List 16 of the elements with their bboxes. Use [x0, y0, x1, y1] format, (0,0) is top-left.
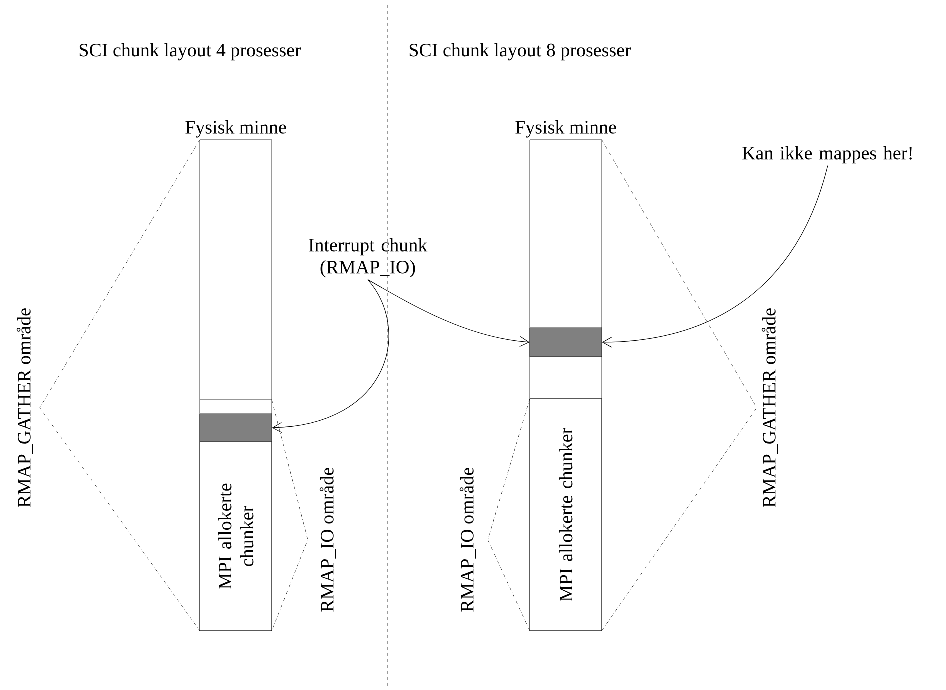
memory-chunk	[200, 414, 272, 442]
region-label: RMAP_GATHER område	[762, 308, 778, 508]
arrow	[602, 166, 828, 348]
panel-heading: SCI chunk layout 4 prosesser	[80, 43, 302, 61]
node-label: Fysisk minne	[186, 120, 286, 138]
callout-text: Interrupt chunk (RMAP_IO)	[309, 238, 428, 278]
memory-chunk	[530, 328, 602, 358]
region-label: RMAP_IO område	[460, 468, 476, 612]
arrow	[272, 280, 390, 434]
region-label: RMAP_IO område	[320, 468, 336, 612]
memory-region: MPI allokerte chunker	[530, 398, 602, 632]
panel-heading: SCI chunk layout 8 prosesser	[410, 43, 632, 61]
arrow	[368, 280, 530, 348]
node-label: Fysisk minne	[516, 120, 616, 138]
callout-text: Kan ikke mappes her!	[742, 146, 912, 164]
region-label: RMAP_GATHER område	[16, 308, 34, 508]
